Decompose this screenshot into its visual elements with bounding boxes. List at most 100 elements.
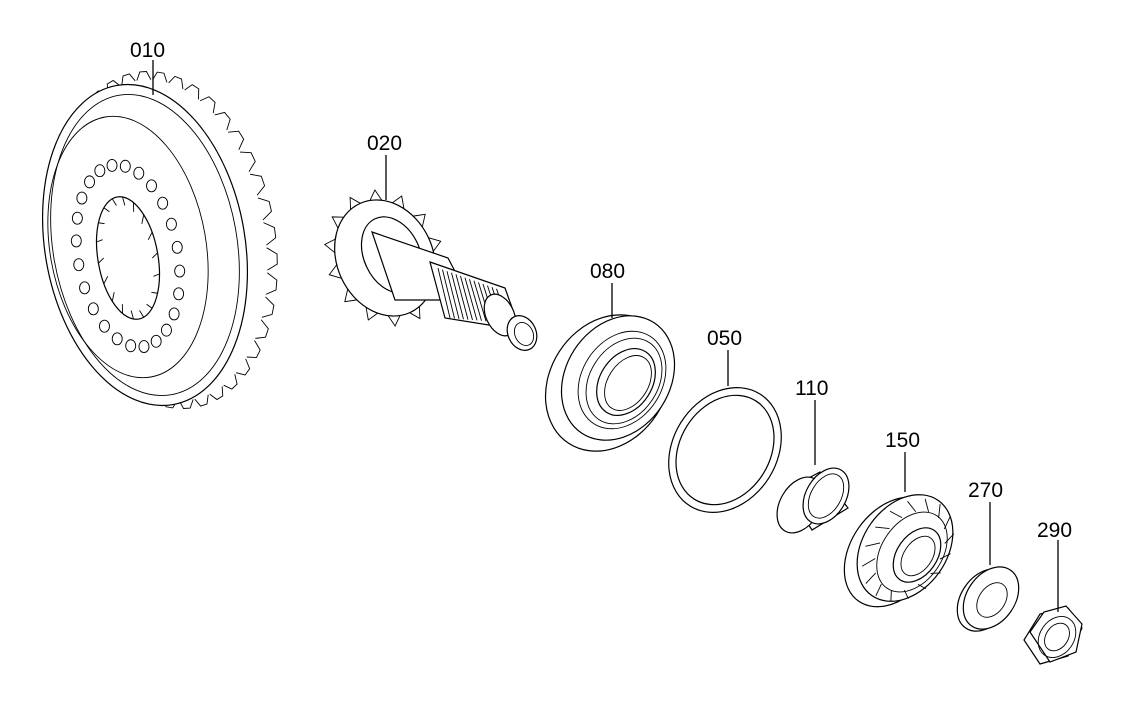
roller xyxy=(861,558,876,567)
roller xyxy=(875,583,882,597)
label-020: 020 xyxy=(367,132,402,155)
shaft-spline-line xyxy=(451,272,464,320)
part-washer[interactable] xyxy=(946,556,1030,641)
roller xyxy=(889,510,903,519)
spline-tooth xyxy=(153,273,160,277)
bolt-hole xyxy=(70,234,82,248)
gear-tooth xyxy=(235,358,251,376)
bolt-hole xyxy=(168,307,180,321)
spline-tooth xyxy=(103,207,110,213)
bolt-hole xyxy=(79,281,91,295)
bolt-hole xyxy=(125,339,137,353)
gear-tooth xyxy=(152,71,168,83)
bolt-hole xyxy=(165,217,177,231)
bolt-hole xyxy=(171,240,183,254)
spline-tooth xyxy=(103,275,109,284)
bolt-hole xyxy=(94,164,106,178)
gear-tooth xyxy=(239,151,256,172)
shaft-spline-line xyxy=(464,277,478,321)
pinion-tooth xyxy=(328,264,342,279)
roller xyxy=(938,504,941,518)
bolt-hole xyxy=(73,258,85,272)
gear-tooth xyxy=(178,399,194,409)
spline-tooth xyxy=(96,239,103,243)
gear-tooth xyxy=(255,319,269,339)
spline-tooth xyxy=(111,198,117,206)
roller xyxy=(865,572,877,584)
roller xyxy=(924,498,930,512)
bolt-hole xyxy=(161,323,172,337)
roller xyxy=(917,583,927,590)
gear-tooth xyxy=(228,130,245,151)
roller xyxy=(907,501,917,513)
gear-tooth xyxy=(266,247,278,271)
bolt-hole xyxy=(146,179,157,193)
shaft-spline-line xyxy=(437,267,451,319)
bolt-hole xyxy=(133,166,145,180)
gear-tooth xyxy=(261,296,275,318)
gear-tooth xyxy=(249,173,266,196)
bolt-hole xyxy=(106,158,118,172)
gear-tooth xyxy=(257,197,272,221)
part-roller-bearing[interactable] xyxy=(824,476,972,625)
pinion-tooth xyxy=(413,213,426,227)
label-270: 270 xyxy=(968,479,1003,502)
gear-tooth xyxy=(199,96,216,114)
gear-tooth xyxy=(223,374,238,390)
gear-tooth xyxy=(246,340,261,358)
roller xyxy=(875,526,890,530)
part-shim-ring[interactable] xyxy=(646,366,804,533)
label-290: 290 xyxy=(1037,519,1072,542)
gear-tooth xyxy=(121,73,136,86)
spline-tooth xyxy=(151,291,158,294)
spline-tooth xyxy=(111,292,115,302)
gear-tooth xyxy=(265,272,278,295)
spline-tooth xyxy=(98,222,105,225)
label-150: 150 xyxy=(885,429,920,452)
spline-tooth xyxy=(139,310,145,318)
part-pinion-shaft[interactable] xyxy=(316,183,542,355)
bolt-hole xyxy=(138,340,150,354)
bolt-hole xyxy=(87,302,99,316)
shaft-spline-line xyxy=(455,274,469,320)
spline-tooth xyxy=(141,214,145,224)
part-ring-gear[interactable] xyxy=(18,68,278,422)
spline-tooth xyxy=(146,303,153,309)
label-110: 110 xyxy=(795,377,828,400)
pinion-tooth xyxy=(323,238,336,254)
pinion-tooth xyxy=(344,289,357,303)
bolt-hole xyxy=(157,196,169,210)
pinion-tooth xyxy=(409,306,421,320)
part-bearing-large[interactable] xyxy=(520,291,697,475)
pinion-tooth xyxy=(331,216,344,229)
bolt-hole xyxy=(173,287,185,301)
roller xyxy=(939,553,951,560)
part-spacer-sleeve[interactable] xyxy=(768,460,859,541)
bolt-hole xyxy=(174,264,186,278)
bolt-hole xyxy=(150,334,162,348)
bolt-hole xyxy=(76,191,88,205)
bolt-hole xyxy=(99,319,110,333)
gear-tooth xyxy=(136,71,152,81)
shaft-spline-line xyxy=(442,269,455,319)
gear-tooth xyxy=(209,386,224,401)
pinion-tooth xyxy=(428,237,442,252)
pinion-tooth xyxy=(369,189,383,201)
shaft-spline-line xyxy=(473,280,487,322)
spline-tooth xyxy=(151,252,158,259)
spline-tooth xyxy=(147,232,153,241)
roller xyxy=(890,590,892,602)
label-010: 010 xyxy=(130,39,165,62)
part-hex-nut[interactable] xyxy=(1023,605,1084,665)
gear-tooth xyxy=(194,394,209,407)
gear-tooth xyxy=(168,75,184,90)
roller xyxy=(865,542,881,547)
pinion-tooth xyxy=(365,307,378,321)
label-080: 080 xyxy=(590,260,625,283)
pinion-tooth xyxy=(387,315,401,327)
shaft-spline-line xyxy=(469,279,482,321)
bolt-hole xyxy=(111,332,123,346)
shaft-spline-line xyxy=(460,275,473,321)
spline-tooth xyxy=(122,196,126,206)
